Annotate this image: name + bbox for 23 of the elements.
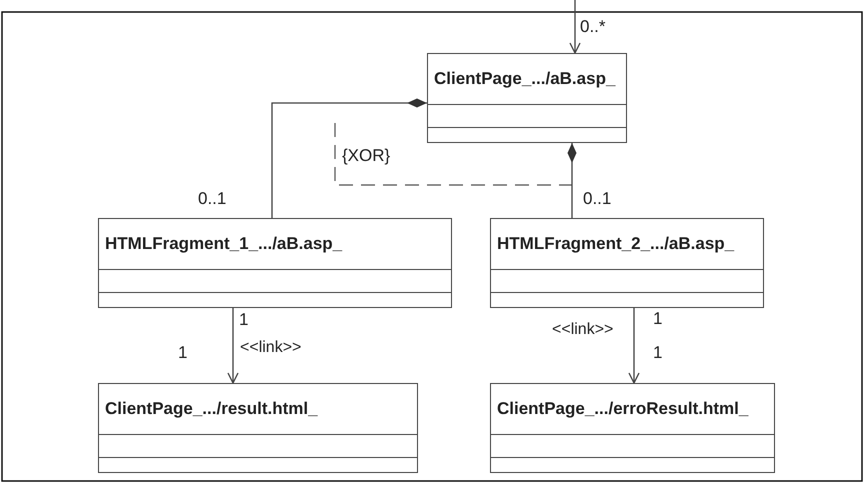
multiplicity-label: 1	[653, 310, 662, 327]
arrow	[227, 308, 239, 384]
class-box	[427, 53, 627, 143]
class-name: ClientPage_.../erroResult.html_	[497, 398, 748, 420]
class-box	[490, 218, 764, 308]
multiplicity-label: 1	[239, 311, 248, 328]
constraint-label: {XOR}	[342, 147, 390, 164]
class-box	[490, 383, 775, 473]
class-name: ClientPage_.../aB.asp_	[434, 68, 616, 90]
multiplicity-label: 0..1	[198, 190, 226, 207]
class-box	[98, 218, 452, 308]
composition-line	[271, 98, 427, 218]
arrow	[628, 308, 640, 384]
class-box	[98, 383, 418, 473]
class-name: HTMLFragment_2_.../aB.asp_	[497, 233, 734, 256]
class-name: HTMLFragment_1_.../aB.asp_	[105, 233, 342, 256]
composition-line	[568, 143, 576, 218]
multiplicity-label: 0..1	[583, 190, 612, 207]
multiplicity-label: 0..*	[580, 18, 606, 35]
arrow	[569, 0, 581, 54]
class-name: ClientPage_.../result.html_	[105, 398, 318, 420]
multiplicity-label: 1	[653, 344, 662, 361]
multiplicity-label: 1	[178, 344, 188, 361]
